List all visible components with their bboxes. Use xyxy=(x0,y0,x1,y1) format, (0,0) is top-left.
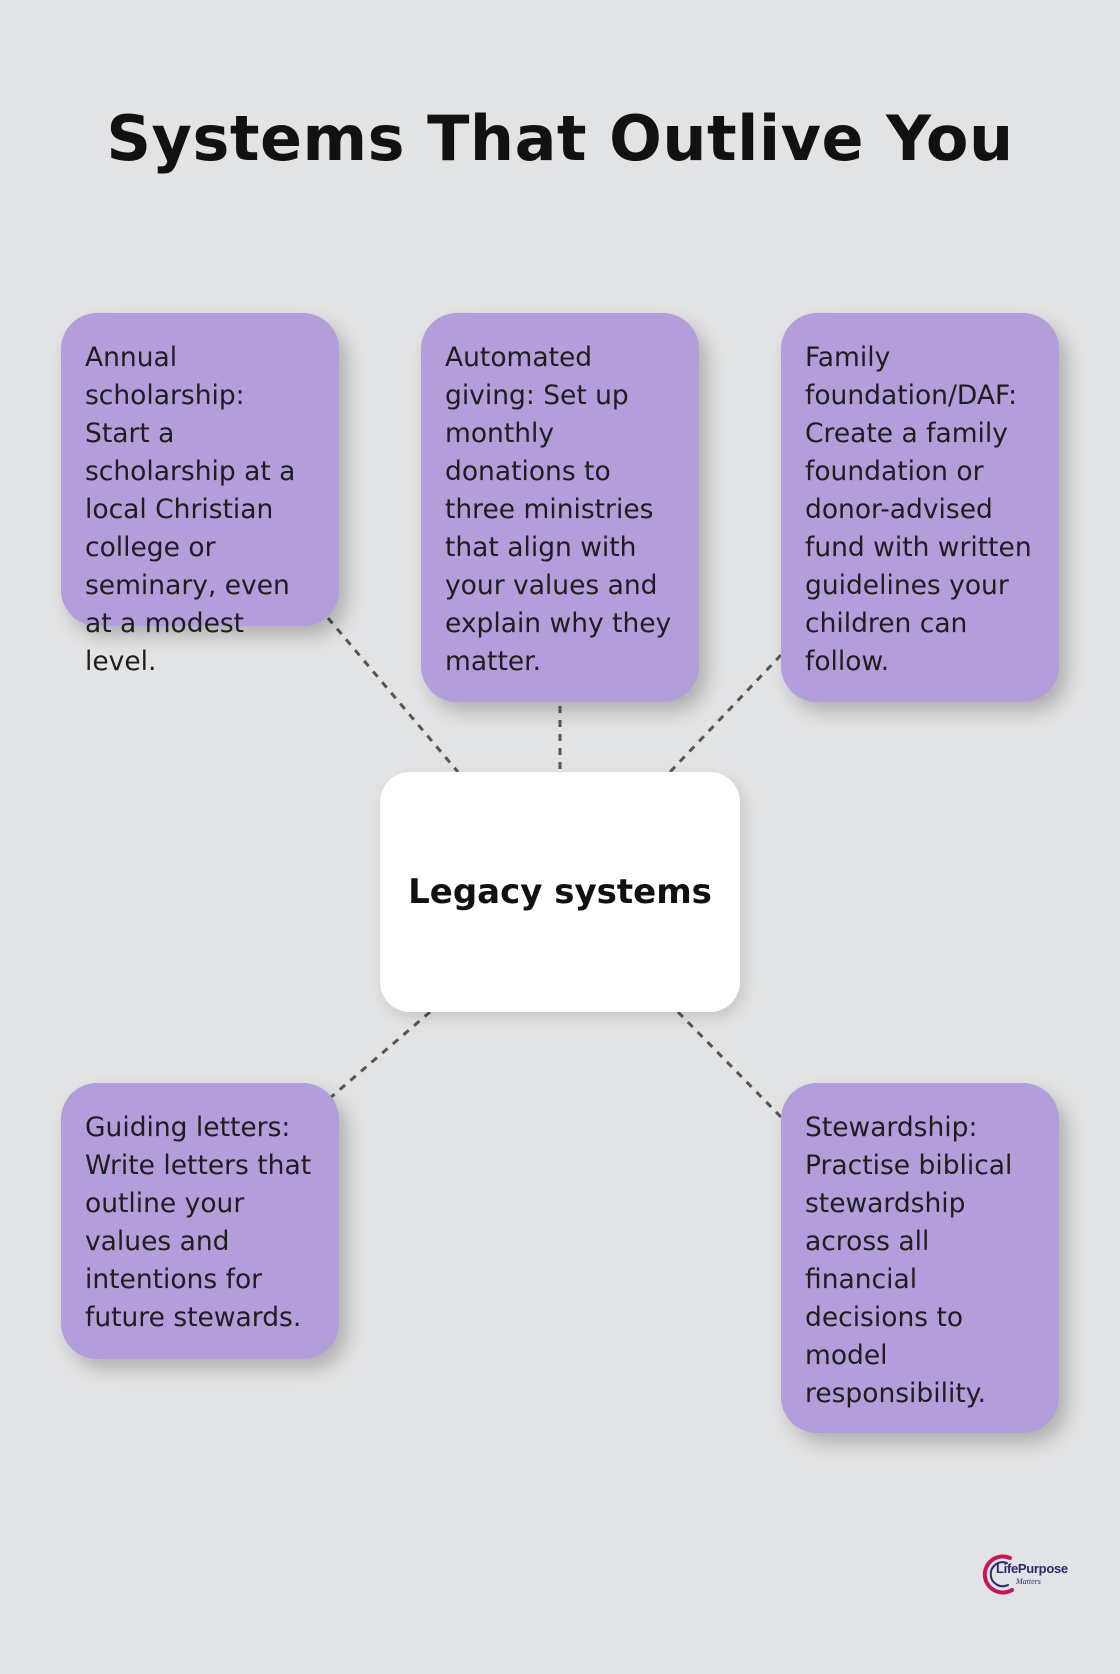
connector-scholarship xyxy=(326,617,460,773)
card-automated-giving: Automated giving: Set up monthly donatio… xyxy=(421,313,699,702)
connector-stewardship xyxy=(676,1010,783,1119)
center-node: Legacy systems xyxy=(380,772,740,1012)
logo-subtext: Matters xyxy=(1016,1577,1041,1586)
card-stewardship: Stewardship: Practise biblical stewardsh… xyxy=(781,1083,1059,1433)
connector-letters xyxy=(329,1010,431,1100)
card-guiding-letters: Guiding letters: Write letters that outl… xyxy=(61,1083,339,1359)
diagram-title: Systems That Outlive You xyxy=(106,102,1014,175)
logo-text: LifePurpose xyxy=(996,1561,1068,1576)
center-label: Legacy systems xyxy=(408,872,712,912)
card-family-foundation: Family foundation/DAF: Create a family f… xyxy=(781,313,1059,702)
logo-ring-icon xyxy=(982,1554,1014,1595)
brand-logo: LifePurpose Matters xyxy=(980,1550,1068,1600)
card-annual-scholarship: Annual scholarship: Start a scholarship … xyxy=(61,313,339,677)
